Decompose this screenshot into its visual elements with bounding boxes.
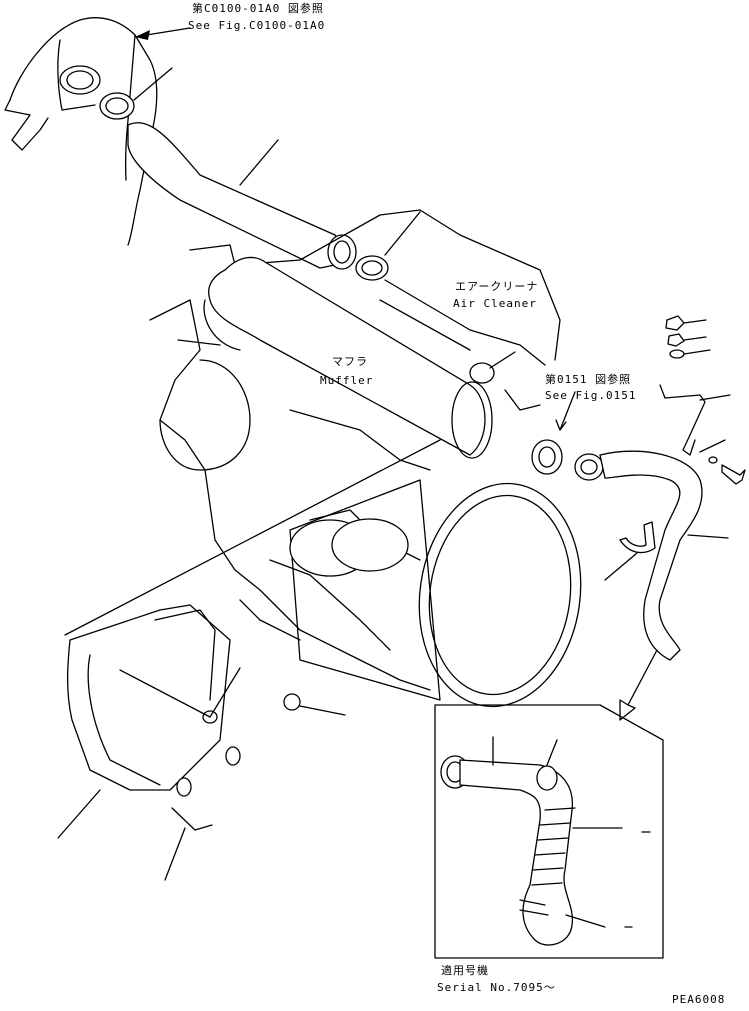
inset-detail-box — [434, 704, 664, 959]
ref-mid-en: See Fig.0151 — [545, 389, 636, 402]
drawing-code: PEA6008 — [672, 993, 725, 1006]
arrow-to-inset — [619, 649, 658, 721]
serial-jp: 適用号機 — [441, 963, 489, 977]
serial-en: Serial No.7095～ — [437, 981, 556, 994]
air-cleaner-tube — [379, 279, 546, 411]
arrow-to-ref-top — [135, 27, 191, 40]
bracket-hardware — [659, 315, 746, 485]
ref-top-en: See Fig.C0100-01A0 — [188, 19, 325, 32]
rubber-plugs — [119, 667, 346, 881]
connector-fig-0151 — [531, 391, 576, 475]
right-hose-assembly — [574, 450, 729, 661]
side-cover-panel — [57, 439, 441, 839]
muffler-jp: マフラ — [332, 355, 368, 368]
flywheel-housing — [289, 479, 582, 708]
ref-mid-jp: 第0151 図参照 — [545, 372, 631, 386]
intake-hose — [127, 122, 357, 270]
hose-clamp-upper — [99, 67, 173, 120]
hose-clip — [604, 521, 656, 581]
hose-clamp-middle — [355, 211, 421, 281]
air-cleaner-jp: エアークリーナ — [455, 280, 538, 293]
muffler-en: Muffler — [320, 374, 373, 387]
ref-top-jp: 第C0100-01A0 図参照 — [192, 1, 324, 15]
air-cleaner-en: Air Cleaner — [453, 297, 537, 310]
muffler — [177, 256, 493, 459]
intake-duct-assembly — [4, 17, 158, 246]
